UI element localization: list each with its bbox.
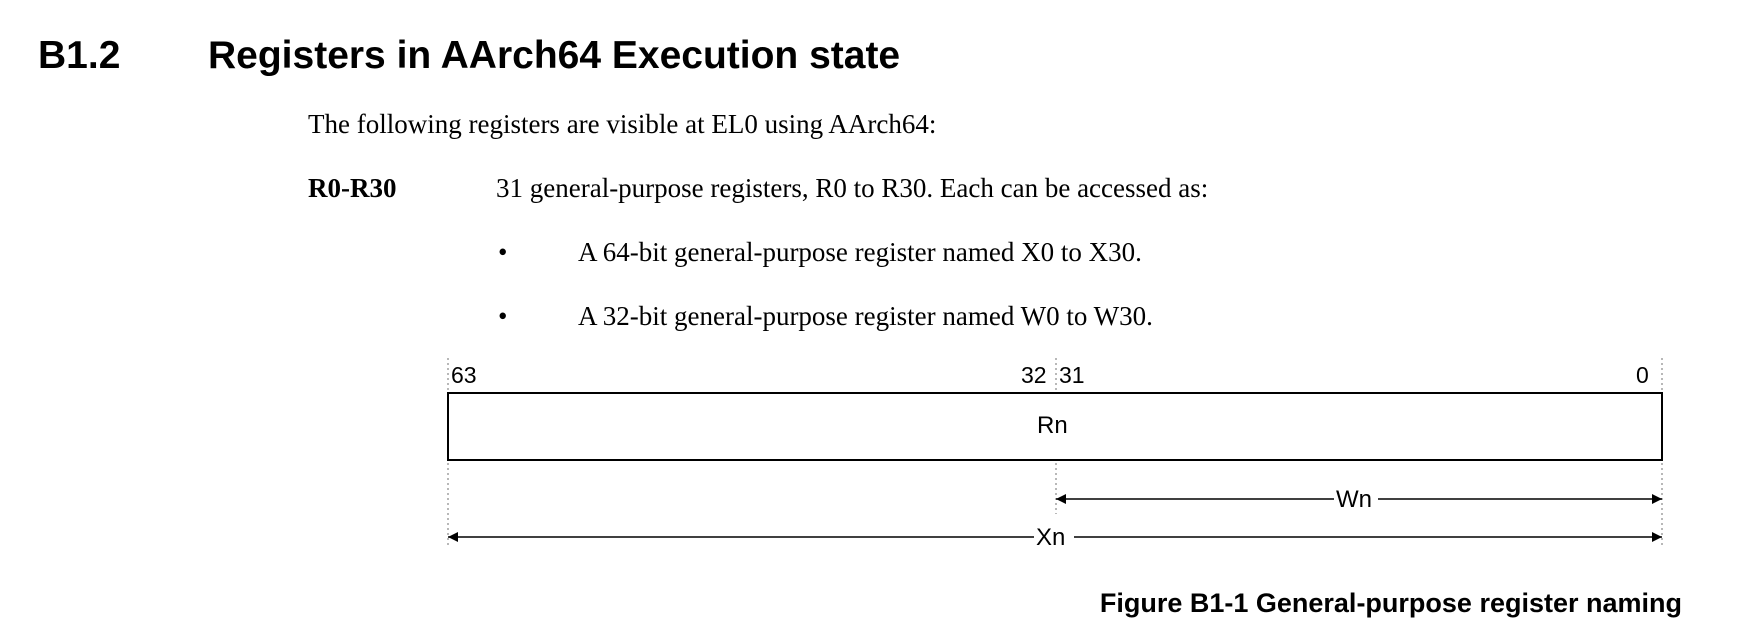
wn-label: Wn [1336,486,1372,513]
register-diagram [447,358,1663,551]
intro-paragraph: The following registers are visible at E… [308,109,937,139]
bullet-marker: • [498,237,508,267]
definition-description: 31 general-purpose registers, R0 to R30.… [496,173,1209,203]
section-number: B1.2 [38,34,121,77]
definition-term: R0-R30 [308,173,397,203]
figure-caption: Figure B1-1 General-purpose register nam… [1099,588,1682,618]
register-label-rn: Rn [1037,412,1068,439]
wn-label-bg [1334,485,1378,513]
xn-label: Xn [1036,524,1066,551]
bit-label-63: 63 [451,362,477,388]
bit-label-32: 32 [1021,362,1047,388]
bullet-marker: • [498,301,508,331]
bit-label-31: 31 [1059,362,1085,388]
bullet-item: A 32-bit general-purpose register named … [578,301,1153,331]
bit-label-0: 0 [1636,362,1649,388]
section-title: Registers in AArch64 Execution state [208,34,901,77]
register-box [447,392,1663,461]
bullet-item: A 64-bit general-purpose register named … [578,237,1142,267]
xn-label-bg [1034,523,1074,551]
